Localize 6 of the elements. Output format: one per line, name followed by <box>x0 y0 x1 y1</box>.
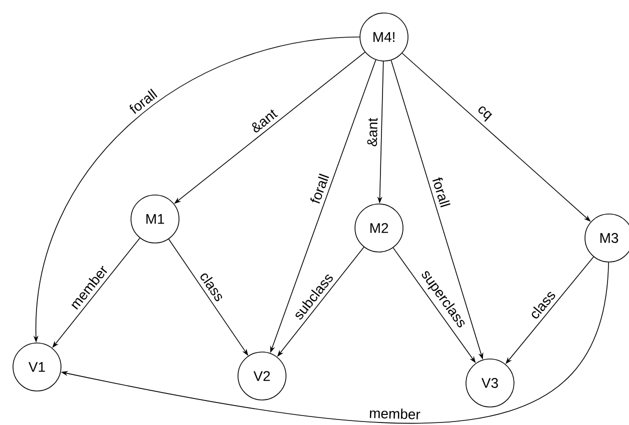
edge-label: forall <box>430 175 452 210</box>
edge-label: cq <box>474 103 494 124</box>
edge-label: &ant <box>366 116 379 148</box>
edge-label: member <box>368 406 422 420</box>
edge-label: &ant <box>248 106 280 136</box>
edge-label: forall <box>308 171 331 206</box>
